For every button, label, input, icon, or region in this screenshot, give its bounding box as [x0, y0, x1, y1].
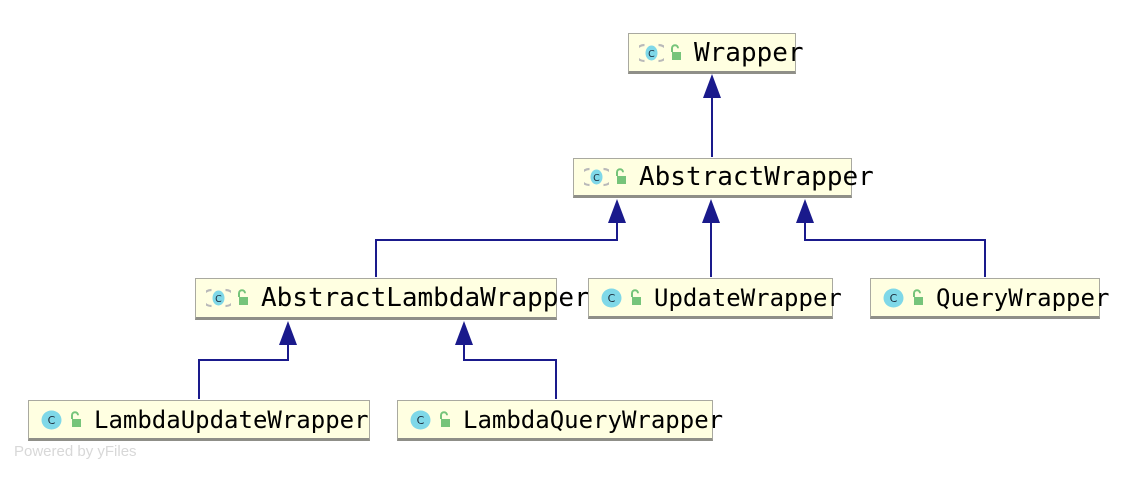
unlocked-padlock-icon — [235, 289, 252, 307]
edge-querywrapper-to-abstractwrapper — [796, 199, 986, 277]
svg-text:C: C — [215, 294, 222, 305]
class-icon: C — [881, 287, 906, 309]
edge-lambdaquerywrapper-to-abstractlambdawrapper — [455, 321, 557, 399]
class-node-update-wrapper[interactable]: C UpdateWrapper — [588, 278, 842, 319]
class-node-lambda-update-wrapper[interactable]: C LambdaUpdateWrapper — [28, 400, 370, 441]
class-icon: C — [39, 409, 64, 431]
svg-text:C: C — [608, 292, 616, 305]
edge-abstractwrapper-to-wrapper — [703, 74, 721, 157]
abstract-class-icon: C — [639, 42, 664, 64]
class-node-lambda-query-wrapper[interactable]: C LambdaQueryWrapper — [397, 400, 723, 441]
yfiles-watermark: Powered by yFiles — [14, 443, 137, 460]
abstract-class-icon: C — [206, 287, 231, 309]
class-node-wrapper[interactable]: C Wrapper — [628, 33, 804, 74]
svg-text:C: C — [48, 414, 56, 427]
class-node-label: AbstractWrapper — [639, 162, 874, 192]
class-icon: C — [408, 409, 433, 431]
class-node-abstract-lambda-wrapper[interactable]: C AbstractLambdaWrapper — [195, 278, 590, 320]
unlocked-padlock-icon — [437, 410, 454, 429]
svg-text:C: C — [648, 49, 655, 60]
svg-text:C: C — [890, 292, 898, 305]
edge-updatewrapper-to-abstractwrapper — [702, 199, 720, 277]
unlocked-padlock-icon — [668, 43, 685, 62]
class-node-label: Wrapper — [694, 37, 804, 68]
unlocked-padlock-icon — [613, 168, 630, 186]
svg-text:C: C — [417, 414, 425, 427]
unlocked-padlock-icon — [628, 288, 645, 307]
class-node-label: LambdaQueryWrapper — [463, 405, 724, 434]
edge-lambdaupdatewrapper-to-abstractlambdawrapper — [198, 321, 297, 399]
unlocked-padlock-icon — [68, 410, 85, 429]
class-node-label: AbstractLambdaWrapper — [261, 283, 590, 313]
svg-text:C: C — [593, 173, 600, 184]
class-node-label: UpdateWrapper — [654, 283, 842, 312]
class-node-abstract-wrapper[interactable]: C AbstractWrapper — [573, 158, 874, 198]
unlocked-padlock-icon — [910, 288, 927, 307]
class-icon: C — [599, 287, 624, 309]
class-node-label: LambdaUpdateWrapper — [94, 405, 369, 434]
class-node-query-wrapper[interactable]: C QueryWrapper — [870, 278, 1109, 319]
edge-abstractlambdawrapper-to-abstractwrapper — [375, 199, 626, 277]
class-node-label: QueryWrapper — [936, 283, 1110, 312]
abstract-class-icon: C — [584, 166, 609, 188]
